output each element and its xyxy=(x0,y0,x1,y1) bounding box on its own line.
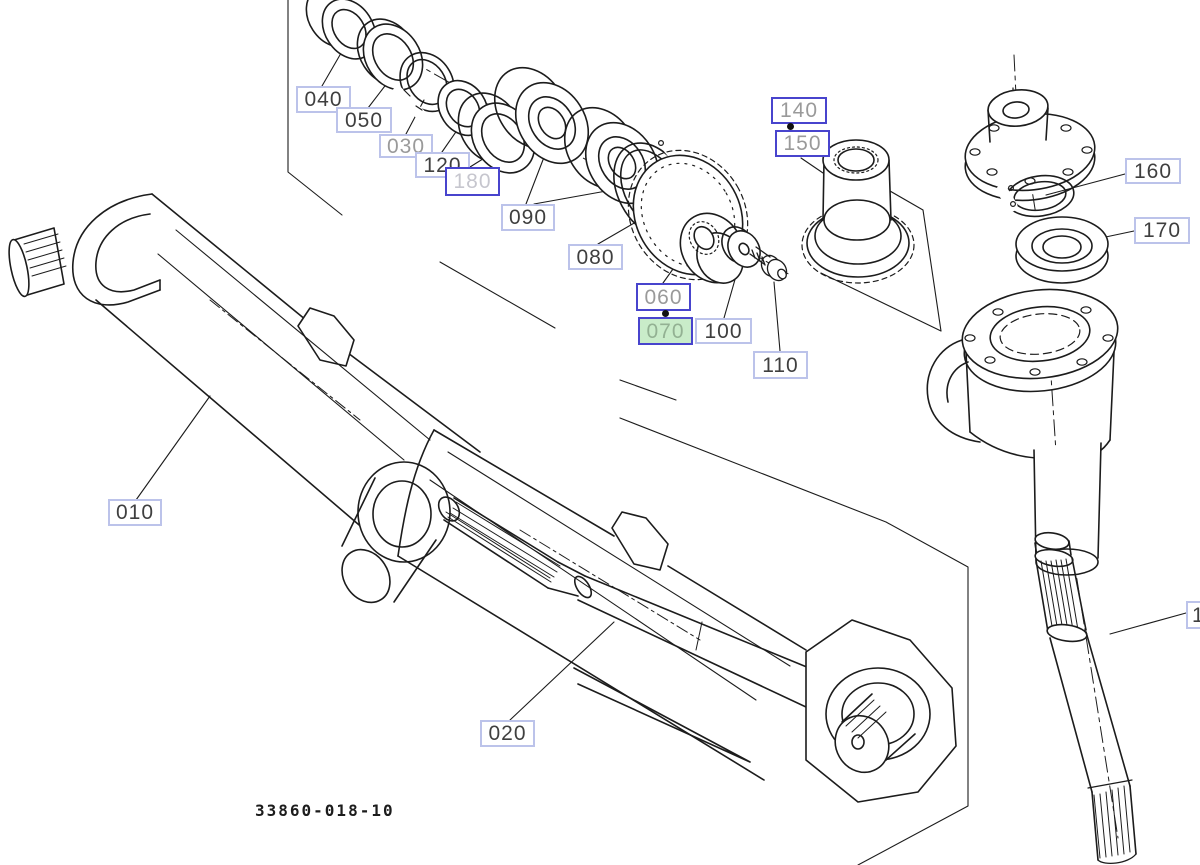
callout-170[interactable]: 170 xyxy=(1134,217,1190,244)
callout-050[interactable]: 050 xyxy=(336,107,392,133)
callout-080[interactable]: 080 xyxy=(568,244,623,270)
needle-bearing-140 xyxy=(833,146,879,174)
callout-090[interactable]: 090 xyxy=(501,204,555,231)
drawing-number: 33860-018-10 xyxy=(255,801,395,820)
callout-030[interactable]: 030 xyxy=(379,134,433,158)
bevel-gear-060 xyxy=(627,149,749,284)
washer-100 xyxy=(721,226,761,268)
kingpin-shaft xyxy=(1034,531,1137,865)
ball-bearing-090a xyxy=(493,66,590,165)
ball-bearing-170 xyxy=(1015,216,1109,284)
bevel-gear-150 xyxy=(801,139,915,284)
bolt-110 xyxy=(749,246,788,282)
callout-110[interactable]: 110 xyxy=(753,351,808,379)
snap-ring-160 xyxy=(996,174,1075,218)
callout-070[interactable]: 070 xyxy=(638,317,693,345)
wheel-hub xyxy=(964,87,1096,202)
callout-020[interactable]: 020 xyxy=(480,720,535,747)
callout-120[interactable]: 120 xyxy=(415,152,470,178)
link-dot-140-150 xyxy=(787,123,794,130)
axle-housing-010 xyxy=(8,193,481,604)
callout-060[interactable]: 060 xyxy=(636,283,691,311)
callout-180[interactable]: 180 xyxy=(445,167,500,196)
callout-edge-partial[interactable]: 1 xyxy=(1186,601,1200,629)
callout-150[interactable]: 150 xyxy=(775,130,830,157)
lower-axle-housing xyxy=(397,429,957,803)
link-dot-060-070 xyxy=(662,310,669,317)
callout-010[interactable]: 010 xyxy=(108,499,162,526)
knuckle-case xyxy=(926,288,1119,576)
callout-040[interactable]: 040 xyxy=(296,86,351,113)
callout-100[interactable]: 100 xyxy=(695,318,752,344)
callout-160[interactable]: 160 xyxy=(1125,158,1181,184)
callout-140[interactable]: 140 xyxy=(771,97,827,124)
